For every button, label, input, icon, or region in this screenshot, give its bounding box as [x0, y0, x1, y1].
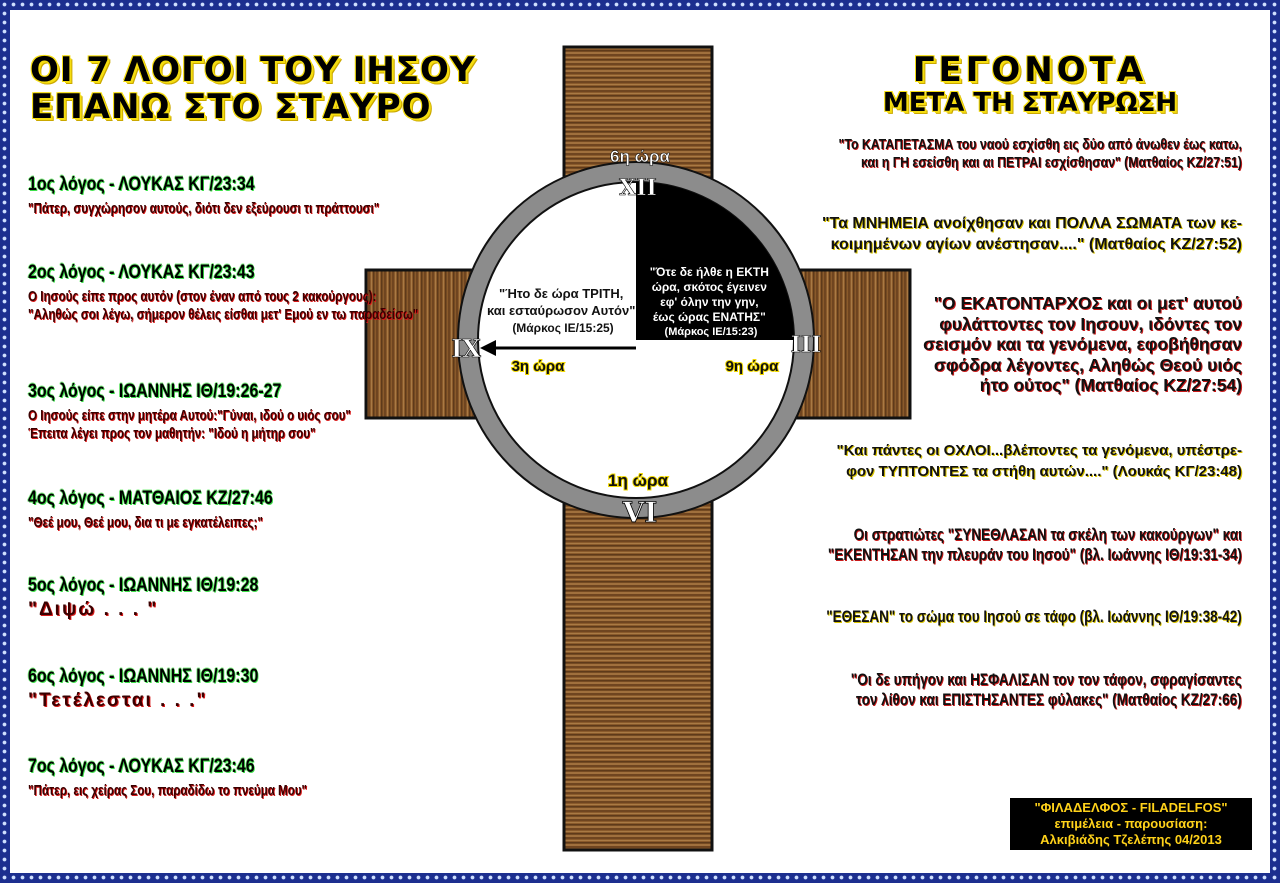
event-line: "ΕΚΕΝΤΗΣΑΝ την πλευράν του Ιησού" (βλ. Ι… — [828, 546, 1242, 564]
clock-hand-arrowhead — [480, 340, 496, 356]
darkness-quote-line: "Ότε δε ήλθε η ΕΚΤΗ — [650, 265, 769, 279]
credit-line: "ΦΙΛΑΔΕΛΦΟΣ - FILADELFOS" — [1034, 800, 1228, 815]
event-6: "ΕΘΕΣΑΝ" το σώμα του Ιησού σε τάφο (βλ. … — [826, 608, 1242, 626]
third-hour-quote: "Ήτο δε ώρα ΤΡΙΤΗ, και εσταύρωσον Αυτόν"… — [487, 286, 639, 335]
word-text: Ο Ιησούς είπε στην μητέρα Αυτού:"Γύναι, … — [28, 408, 351, 424]
word-heading: 1ος λόγος - ΛΟΥΚΑΣ ΚΓ/23:34 — [28, 174, 255, 195]
darkness-quote-line: ώρα, σκότος έγεινεν — [652, 280, 768, 294]
border-right — [1270, 0, 1280, 883]
event-2: "Τα ΜΝΗΜΕΙΑ ανοίχθησαν και ΠΟΛΛΑ ΣΩΜΑΤΑ … — [822, 213, 1242, 255]
third-hour-quote-line: "Ήτο δε ώρα ΤΡΙΤΗ, — [499, 286, 623, 301]
event-line: "Οι δε υπήγον και ΗΣΦΑΛΙΣΑΝ τον τον τάφο… — [851, 671, 1242, 689]
word-text: "Πάτερ, συγχώρησον αυτούς, διότι δεν εξε… — [28, 201, 380, 217]
word-text: "Θεέ μου, Θεέ μου, δια τι με εγκατέλειπε… — [28, 515, 263, 531]
numeral-vi: VI — [622, 496, 658, 529]
event-5: Οι στρατιώτες "ΣΥΝΕΘΛΑΣΑΝ τα σκέλη των κ… — [828, 525, 1242, 565]
word-4: 4ος λόγος - ΜΑΤΘΑΙΟΣ ΚΖ/27:46 "Θεέ μου, … — [28, 488, 478, 532]
event-line: ήτο ούτος" (Ματθαίος ΚΖ/27:54) — [979, 375, 1242, 395]
word-text: "Τετέλεσται . . ." — [28, 690, 208, 711]
word-2: 2ος λόγος - ΛΟΥΚΑΣ ΚΓ/23:43 Ο Ιησούς είπ… — [28, 262, 478, 324]
title-line: ΜΕΤΑ ΤΗ ΣΤΑΥΡΩΣΗ — [882, 88, 1178, 118]
third-hour-quote-line: και εσταύρωσον Αυτόν" — [487, 303, 635, 318]
border-top — [0, 0, 1280, 10]
event-7: "Οι δε υπήγον και ΗΣΦΑΛΙΣΑΝ τον τον τάφο… — [851, 670, 1242, 710]
word-text: Έπειτα λέγει προς τον μαθητήν: "Ιδού η μ… — [28, 426, 316, 442]
title-line: ΕΠΑΝΩ ΣΤΟ ΣΤΑΥΡΟ — [30, 87, 432, 127]
event-4: "Και πάντες οι ΟΧΛΟΙ...βλέποντες τα γενό… — [837, 440, 1242, 482]
word-7: 7ος λόγος - ΛΟΥΚΑΣ ΚΓ/23:46 "Πάτερ, εις … — [28, 756, 478, 800]
third-hour-quote-line: (Μάρκος ΙΕ/15:25) — [512, 321, 613, 335]
numeral-xii: XII — [619, 175, 657, 201]
title-seven-words: ΟΙ 7 ΛΟΓΟΙ ΤΟΥ ΙΗΣΟΥ ΕΠΑΝΩ ΣΤΟ ΣΤΑΥΡΟ — [30, 52, 550, 126]
word-text: "Αληθώς σοι λέγω, σήμερον θέλεις είσθαι … — [28, 307, 419, 323]
border-left — [0, 0, 10, 883]
event-line: "Τα ΜΝΗΜΕΙΑ ανοίχθησαν και ΠΟΛΛΑ ΣΩΜΑΤΑ … — [821, 215, 1242, 232]
event-line: και η ΓΗ εσείσθη και αι ΠΕΤΡΑΙ εσχίσθησα… — [861, 154, 1242, 171]
numeral-ix: IX — [451, 334, 481, 363]
event-line: φον ΤΥΠΤΟΝΤΕΣ τα στήθη αυτών...." (Λουκά… — [846, 463, 1242, 480]
word-text: Ο Ιησούς είπε προς αυτόν (στον έναν από … — [28, 289, 377, 305]
title-line: ΟΙ 7 ΛΟΓΟΙ ΤΟΥ ΙΗΣΟΥ — [30, 50, 476, 90]
darkness-quote-line: εφ' όλην την γην, — [660, 295, 759, 309]
hour-6-label: 6η ώρα — [610, 147, 670, 166]
event-line: σφόδρα λέγοντες, Αληθώς Θεού υιός — [933, 354, 1242, 375]
event-1: "Το ΚΑΤΑΠΕΤΑΣΜΑ του ναού εσχίσθη εις δύο… — [839, 136, 1242, 172]
word-heading: 5ος λόγος - ΙΩΑΝΝΗΣ ΙΘ/19:28 — [28, 575, 259, 596]
hour-1-label: 1η ώρα — [608, 471, 668, 490]
word-heading: 4ος λόγος - ΜΑΤΘΑΙΟΣ ΚΖ/27:46 — [28, 488, 273, 509]
credit-line: Αλκιβιάδης Τζελέπης 04/2013 — [1040, 832, 1222, 847]
word-1: 1ος λόγος - ΛΟΥΚΑΣ ΚΓ/23:34 "Πάτερ, συγχ… — [28, 174, 478, 218]
event-line: Οι στρατιώτες "ΣΥΝΕΘΛΑΣΑΝ τα σκέλη των κ… — [853, 526, 1242, 544]
word-text: "Πάτερ, εις χείρας Σου, παραδίδω το πνεύ… — [28, 783, 308, 799]
word-3: 3ος λόγος - ΙΩΑΝΝΗΣ ΙΘ/19:26-27 Ο Ιησούς… — [28, 381, 478, 443]
event-line: "Και πάντες οι ΟΧΛΟΙ...βλέποντες τα γενό… — [836, 442, 1242, 459]
event-line: φυλάττοντες τον Ιησουν, ιδόντες τον — [939, 313, 1242, 334]
word-heading: 2ος λόγος - ΛΟΥΚΑΣ ΚΓ/23:43 — [28, 262, 255, 283]
word-heading: 6ος λόγος - ΙΩΑΝΝΗΣ ΙΘ/19:30 — [28, 666, 259, 687]
numeral-iii: III — [791, 332, 822, 358]
event-line: "Το ΚΑΤΑΠΕΤΑΣΜΑ του ναού εσχίσθη εις δύο… — [838, 136, 1242, 153]
hour-3-label: 3η ώρα — [512, 358, 566, 375]
title-line: ΓΕΓΟΝΟΤΑ — [912, 50, 1148, 90]
credit-line: επιμέλεια - παρουσίαση: — [1054, 816, 1208, 831]
event-line: "Ο ΕΚΑΤΟΝΤΑΡΧΟΣ και οι μετ' αυτού — [933, 293, 1242, 313]
darkness-quote: "Ότε δε ήλθε η ΕΚΤΗ ώρα, σκότος έγεινεν … — [650, 265, 772, 338]
event-line: τον λίθον και ΕΠΙΣΤΗΣΑΝΤΕΣ φύλακες" (Ματ… — [856, 691, 1242, 709]
hour-9-label: 9η ώρα — [726, 358, 780, 375]
event-3: "Ο ΕΚΑΤΟΝΤΑΡΧΟΣ και οι μετ' αυτού φυλάττ… — [923, 293, 1242, 396]
event-line: "ΕΘΕΣΑΝ" το σώμα του Ιησού σε τάφο (βλ. … — [826, 608, 1242, 626]
credit-box: "ΦΙΛΑΔΕΛΦΟΣ - FILADELFOS" επιμέλεια - πα… — [1010, 798, 1252, 850]
darkness-quote-line: έως ώρας ΕΝΑΤΗΣ" — [653, 310, 766, 324]
event-line: σεισμόν και τα γενόμενα, εφοβήθησαν — [923, 334, 1242, 354]
title-events: ΓΕΓΟΝΟΤΑ ΜΕΤΑ ΤΗ ΣΤΑΥΡΩΣΗ — [820, 52, 1240, 118]
darkness-quote-line: (Μάρκος ΙΕ/15:23) — [665, 326, 758, 338]
event-line: κοιμημένων αγίων ανέστησαν...." (Ματθαίο… — [830, 236, 1242, 253]
darkness-quadrant — [636, 182, 794, 340]
word-heading: 7ος λόγος - ΛΟΥΚΑΣ ΚΓ/23:46 — [28, 756, 255, 777]
word-text: "Διψώ . . . " — [28, 599, 159, 620]
word-6: 6ος λόγος - ΙΩΑΝΝΗΣ ΙΘ/19:30 "Τετέλεσται… — [28, 666, 478, 710]
word-5: 5ος λόγος - ΙΩΑΝΝΗΣ ΙΘ/19:28 "Διψώ . . .… — [28, 575, 478, 619]
border-bottom — [0, 873, 1280, 883]
word-heading: 3ος λόγος - ΙΩΑΝΝΗΣ ΙΘ/19:26-27 — [28, 381, 282, 402]
